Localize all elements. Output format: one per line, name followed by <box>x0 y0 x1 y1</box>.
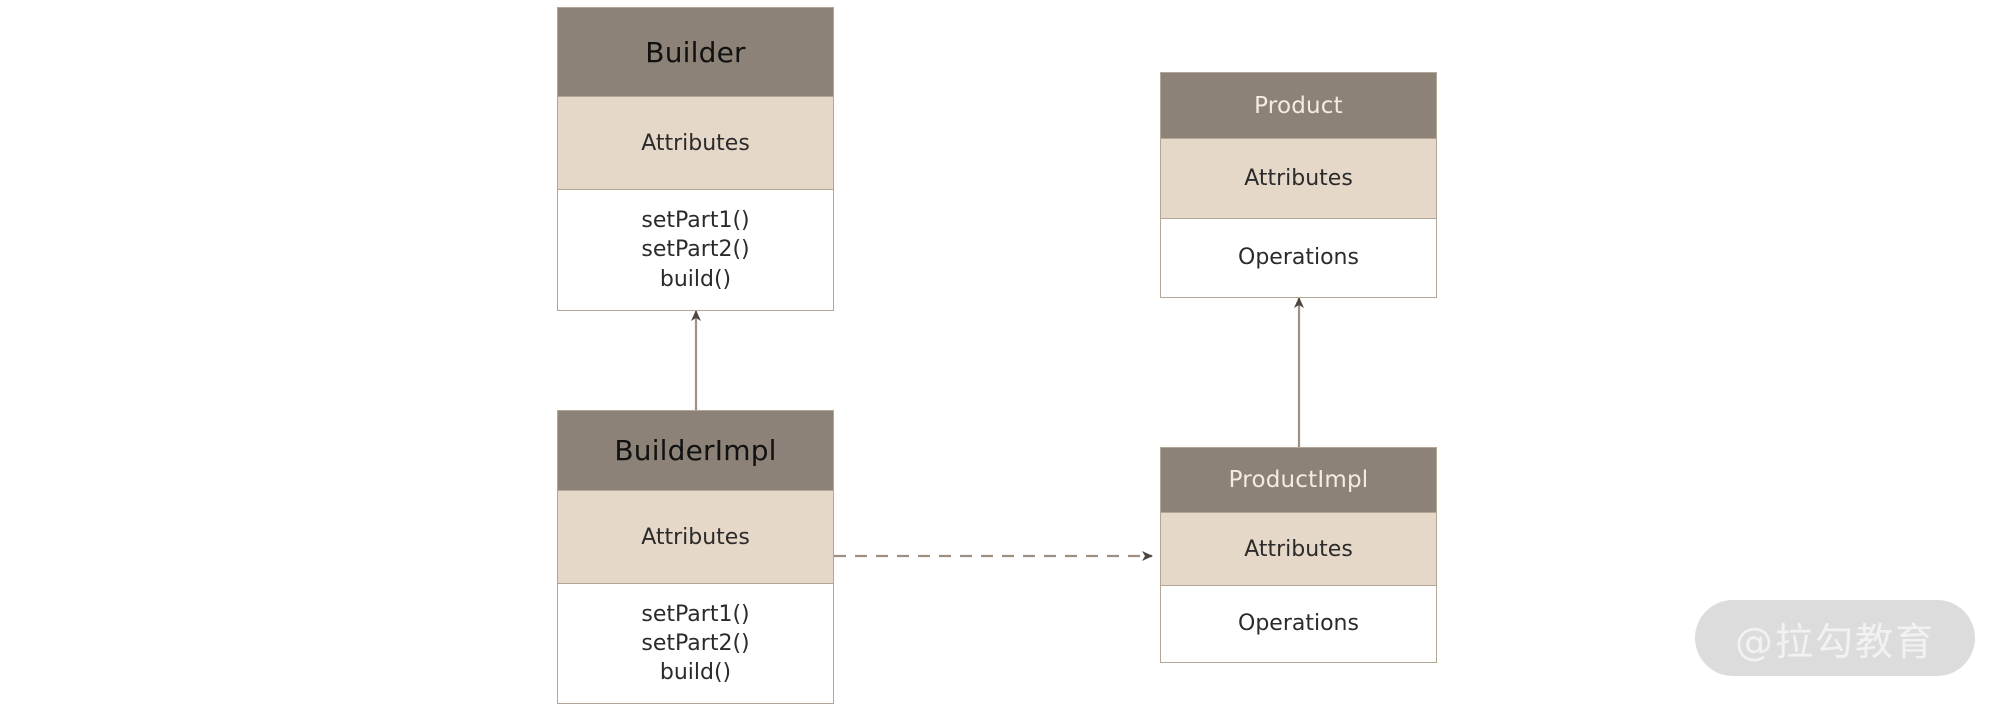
class-operations-text-builderimpl: setPart1() setPart2() build() <box>641 601 750 686</box>
watermark-text: @拉勾教育 <box>1734 619 1935 664</box>
class-operations-builder: setPart1() setPart2() build() <box>558 190 833 310</box>
class-attributes-builderimpl: Attributes <box>558 491 833 584</box>
class-operations-text-product: Operations <box>1238 245 1359 271</box>
class-operations-builderimpl: setPart1() setPart2() build() <box>558 584 833 703</box>
class-box-productimpl[interactable]: ProductImpl Attributes Operations <box>1160 447 1437 663</box>
class-operations-text-builder: setPart1() setPart2() build() <box>641 208 750 292</box>
class-operations-product: Operations <box>1161 219 1436 297</box>
class-title-productimpl: ProductImpl <box>1161 448 1436 513</box>
class-attributes-productimpl: Attributes <box>1161 513 1436 586</box>
class-box-builder[interactable]: Builder Attributes setPart1() setPart2()… <box>557 7 834 311</box>
class-title-builderimpl: BuilderImpl <box>558 411 833 491</box>
class-operations-productimpl: Operations <box>1161 586 1436 662</box>
watermark-badge: @拉勾教育 <box>1695 600 1975 676</box>
class-box-builderimpl[interactable]: BuilderImpl Attributes setPart1() setPar… <box>557 410 834 704</box>
class-attributes-builder: Attributes <box>558 97 833 190</box>
class-title-product: Product <box>1161 73 1436 139</box>
class-box-product[interactable]: Product Attributes Operations <box>1160 72 1437 298</box>
class-operations-text-productimpl: Operations <box>1238 611 1359 637</box>
class-attributes-product: Attributes <box>1161 139 1436 219</box>
class-title-builder: Builder <box>558 8 833 97</box>
